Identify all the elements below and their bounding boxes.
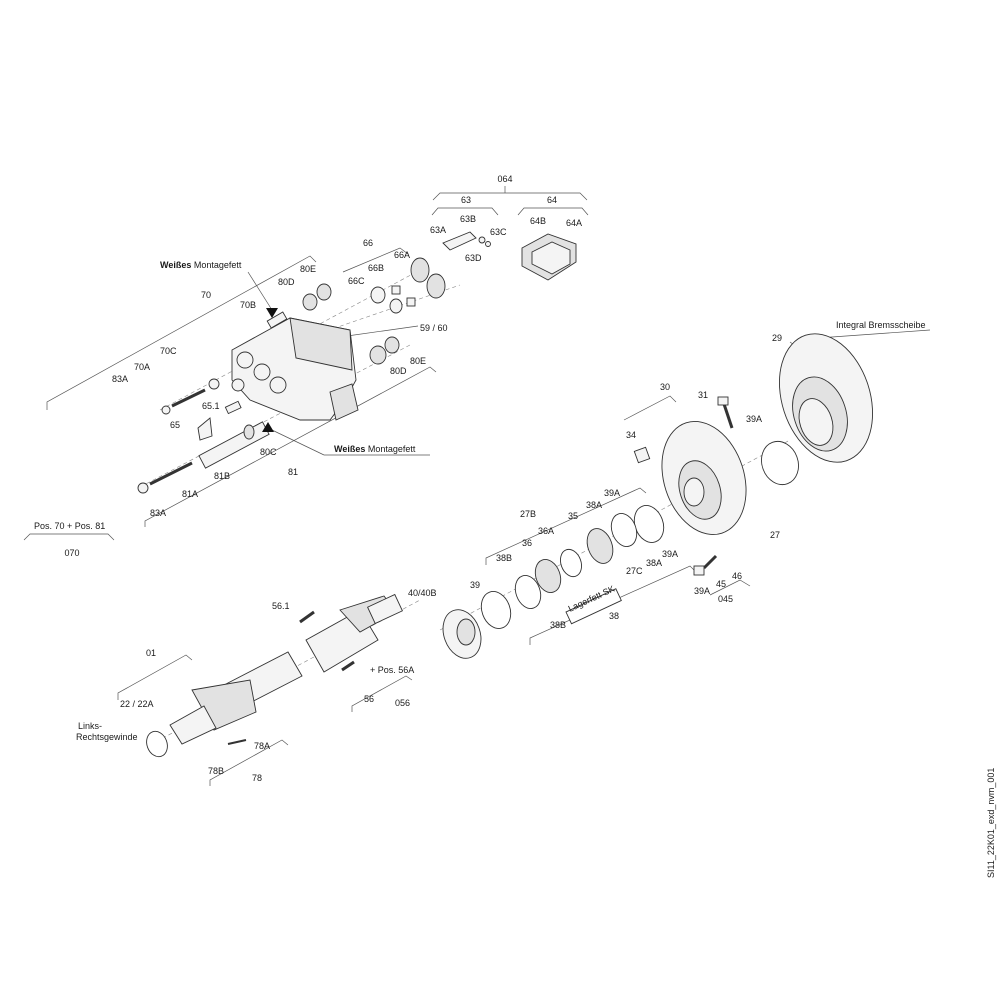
label-65: 65 (170, 420, 180, 430)
label-63A: 63A (430, 225, 446, 235)
label-81A: 81A (182, 489, 198, 499)
label-70C: 70C (160, 346, 177, 356)
axle-tube-01 (146, 651, 303, 758)
label-45: 45 (716, 579, 726, 589)
label-30: 30 (660, 382, 670, 392)
label-064: 064 (497, 174, 512, 184)
note-grease-bottom-bold: Weißes (334, 444, 365, 454)
label-045: 045 (718, 594, 733, 604)
label-70B: 70B (240, 300, 256, 310)
label-80E-bottom: 80E (410, 356, 426, 366)
label-70: 70 (201, 290, 211, 300)
label-66C: 66C (348, 276, 365, 286)
label-56: 56 (364, 694, 374, 704)
label-31: 31 (698, 390, 708, 400)
part-labels: 064 63 64 63B 63A 63C 63D 64B 64A 66 66A… (34, 174, 782, 783)
label-pos-56A: + Pos. 56A (370, 665, 414, 675)
label-22-22A: 22 / 22A (120, 699, 154, 709)
note-grease-top-bold: Weißes (160, 260, 191, 270)
label-070: 070 (64, 548, 79, 558)
grease-arrows (247, 271, 430, 456)
caliper-housing-70 (231, 317, 359, 421)
label-63C: 63C (490, 227, 507, 237)
label-81: 81 (288, 467, 298, 477)
label-38A-top: 38A (586, 500, 602, 510)
guide-bolt-70A (161, 378, 220, 415)
label-rechtsgewinde: Rechtsgewinde (76, 732, 138, 742)
guide-sleeve-81B (198, 421, 270, 469)
label-83A-bottom: 83A (150, 508, 166, 518)
label-66A: 66A (394, 250, 410, 260)
label-81B: 81B (214, 471, 230, 481)
bolts-31-34-45 (633, 396, 734, 576)
bolt-81A (137, 461, 193, 494)
label-59-60: 59 / 60 (420, 323, 448, 333)
label-pos70-pos81: Pos. 70 + Pos. 81 (34, 521, 105, 531)
label-64B: 64B (530, 216, 546, 226)
label-40-40B: 40/40B (408, 588, 437, 598)
o-ring-39A (633, 440, 799, 543)
label-78A: 78A (254, 741, 270, 751)
label-64A: 64A (566, 218, 582, 228)
brake-disc-29 (778, 333, 874, 463)
label-80D-top: 80D (278, 277, 295, 287)
label-36A: 36A (538, 526, 554, 536)
label-66: 66 (363, 238, 373, 248)
label-29: 29 (772, 333, 782, 343)
label-38: 38 (609, 611, 619, 621)
pad-spring-63 (442, 231, 491, 251)
bolts-56-78 (227, 610, 355, 745)
part-65 (197, 400, 242, 441)
label-38B-bottom: 38B (550, 620, 566, 630)
label-39A-right: 39A (662, 549, 678, 559)
tone-ring-40 (442, 609, 482, 659)
label-38B-top: 38B (496, 553, 512, 563)
bracket-lines (23, 186, 931, 786)
label-83A-top: 83A (112, 374, 128, 384)
label-27C: 27C (626, 566, 643, 576)
note-grease-bottom: Weißes Montagefett (334, 444, 416, 454)
brake-pad-64 (521, 233, 577, 281)
label-63B: 63B (460, 214, 476, 224)
label-46: 46 (732, 571, 742, 581)
label-39A-mid: 39A (604, 488, 620, 498)
bearings-35-36-38 (480, 513, 638, 629)
label-27B: 27B (520, 509, 536, 519)
note-grease-top-rest: Montagefett (191, 260, 242, 270)
label-80D-bottom: 80D (390, 366, 407, 376)
label-80E-top: 80E (300, 264, 316, 274)
label-34: 34 (626, 430, 636, 440)
label-70A: 70A (134, 362, 150, 372)
label-01: 01 (146, 648, 156, 658)
label-65-1: 65.1 (202, 401, 220, 411)
boots-80-bottom (369, 336, 400, 365)
wheel-hub-27 (661, 421, 747, 535)
label-78B: 78B (208, 766, 224, 776)
bellows-66 (370, 257, 446, 314)
label-66B: 66B (368, 263, 384, 273)
label-38A-bottom: 38A (646, 558, 662, 568)
label-63: 63 (461, 195, 471, 205)
label-64: 64 (547, 195, 557, 205)
note-integral-disc: Integral Bremsscheibe (836, 320, 926, 330)
label-39A-top: 39A (746, 414, 762, 424)
note-grease-top: Weißes Montagefett (160, 260, 242, 270)
label-056: 056 (395, 698, 410, 708)
note-grease-bottom-rest: Montagefett (365, 444, 416, 454)
label-links: Links- (78, 721, 102, 731)
label-35: 35 (568, 511, 578, 521)
drawing-id: SI11_22K01_exd_nvm_001 (986, 768, 996, 878)
label-27: 27 (770, 530, 780, 540)
label-39: 39 (470, 580, 480, 590)
label-78: 78 (252, 773, 262, 783)
label-56-1: 56.1 (272, 601, 290, 611)
axle-tube-56 (305, 593, 403, 673)
label-63D: 63D (465, 253, 482, 263)
label-36: 36 (522, 538, 532, 548)
label-80C: 80C (260, 447, 277, 457)
boots-80-top (266, 283, 332, 329)
label-39A-bottom: 39A (694, 586, 710, 596)
